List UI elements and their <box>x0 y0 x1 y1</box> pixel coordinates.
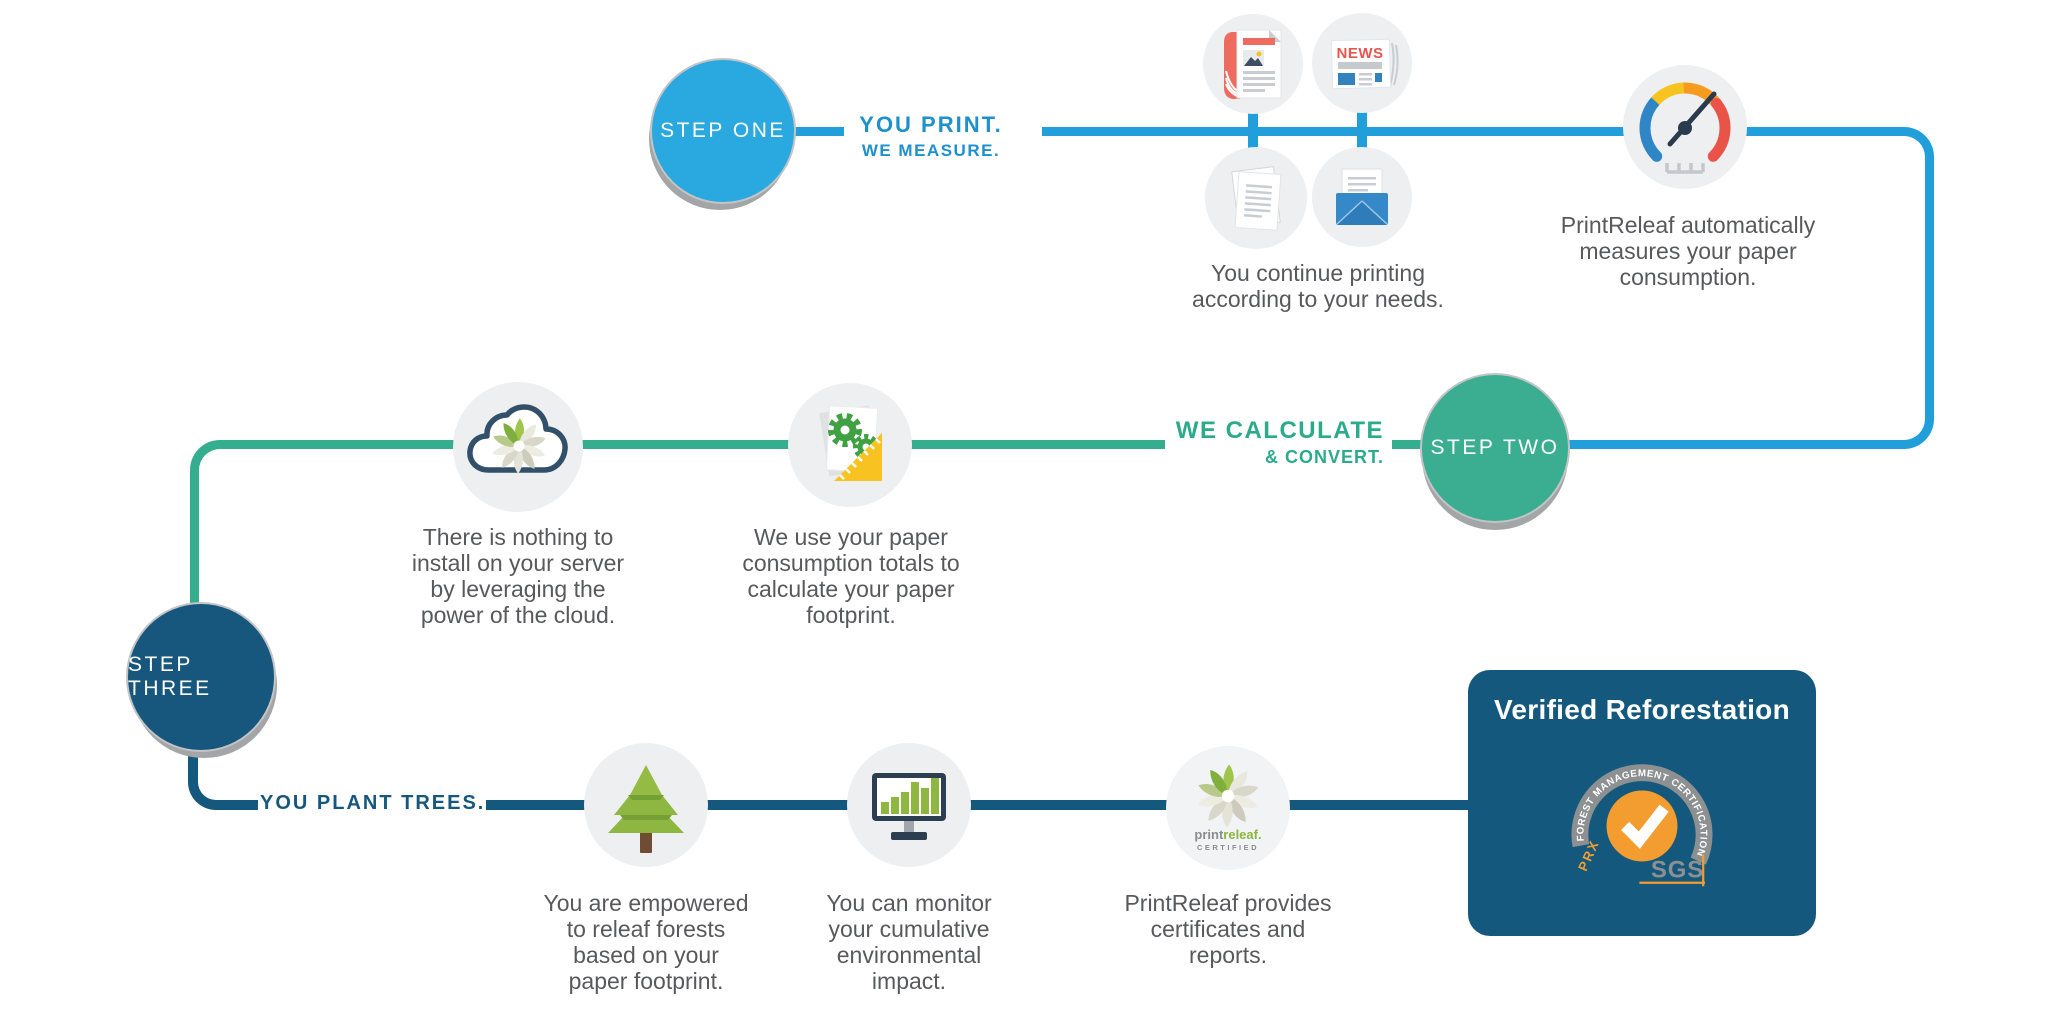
headline-you-print-line1: YOU PRINT. <box>859 112 1003 137</box>
tree-icon <box>584 743 708 867</box>
caption-cloud: There is nothing to install on your serv… <box>411 524 625 628</box>
icon-connector-right <box>1357 104 1367 160</box>
monitor-chart-icon <box>847 743 971 867</box>
gauge-icon <box>1623 65 1747 189</box>
svg-text:printreleaf.: printreleaf. <box>1194 827 1261 842</box>
icon-connector-left <box>1248 104 1258 160</box>
magazine-icon <box>1203 14 1303 114</box>
step-two-badge: STEP TWO <box>1422 375 1568 521</box>
headline-you-print-line2: WE MEASURE. <box>861 141 1001 160</box>
step-three-badge: STEP THREE <box>128 604 274 750</box>
caption-measure: PrintReleaf automatically measures your … <box>1560 212 1816 290</box>
headline-we-calculate-line2: & CONVERT. <box>1264 447 1384 467</box>
envelope-icon <box>1312 147 1412 247</box>
headline-you-plant-trees: YOU PLANT TREES. <box>260 792 486 814</box>
caption-certificates: PrintReleaf provides certificates and re… <box>1124 890 1332 968</box>
caption-plant: You are empowered to releaf forests base… <box>543 890 749 994</box>
flow-line-step1-bracket <box>1566 127 1934 449</box>
headline-we-calculate-line1: WE CALCULATE <box>1175 417 1384 444</box>
verified-reforestation-title: Verified Reforestation <box>1493 694 1790 725</box>
step-one-label: STEP ONE <box>660 119 786 142</box>
printreleaf-certified-label: CERTIFIED <box>1197 843 1259 852</box>
cloud-icon <box>453 382 583 512</box>
printreleaf-certified-icon: printreleaf. CERTIFIED <box>1166 746 1290 870</box>
gears-ruler-icon <box>788 383 912 507</box>
step-three-label: STEP THREE <box>128 653 212 700</box>
caption-monitor: You can monitor your cumulative environm… <box>826 890 992 994</box>
headline-we-calculate: WE CALCULATE & CONVERT. <box>1140 417 1384 468</box>
sgs-certification-badge-icon: FOREST MANAGEMENT CERTIFICATION PRX SGS <box>1571 764 1713 887</box>
flow-line-step3-elbow <box>188 745 258 810</box>
caption-printing: You continue printing according to your … <box>1192 260 1444 312</box>
flow-line-step2-stub <box>1392 440 1424 449</box>
printreleaf-wordmark-print: print <box>1194 827 1224 842</box>
caption-calculate: We use your paper consumption totals to … <box>742 524 960 628</box>
step-one-badge: STEP ONE <box>652 60 794 202</box>
flow-line-step3-main <box>486 800 1470 810</box>
news-masthead: NEWS <box>1337 45 1384 62</box>
sgs-logo-text: SGS <box>1651 856 1704 883</box>
step-two-label: STEP TWO <box>1430 436 1560 459</box>
flow-line-step2-bracket <box>190 440 1165 613</box>
flow-line-step1-main <box>1042 127 1568 136</box>
flow-line-step1-stub <box>788 127 844 136</box>
newspaper-icon: NEWS <box>1312 13 1412 113</box>
headline-you-print: YOU PRINT. WE MEASURE. <box>836 112 1026 161</box>
printreleaf-wordmark-releaf: releaf. <box>1223 827 1261 842</box>
documents-icon <box>1205 147 1307 249</box>
verified-reforestation-card: Verified Reforestation FOREST MANAGEMENT… <box>1468 670 1816 936</box>
